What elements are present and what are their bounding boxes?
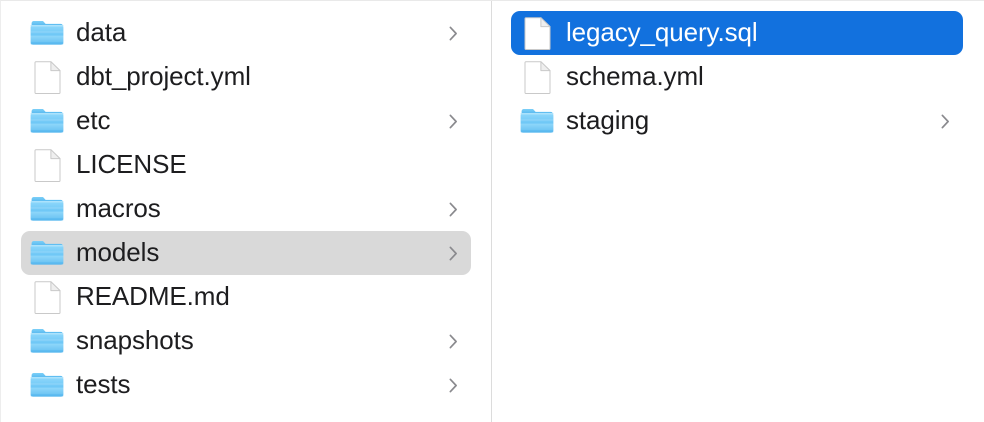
folder-icon-glyph (520, 109, 554, 133)
chevron-right-icon (445, 375, 461, 395)
folder-row[interactable]: tests (21, 363, 471, 407)
chevron-right-icon (445, 111, 461, 131)
file-icon-glyph (34, 60, 60, 94)
folder-icon-glyph (30, 373, 64, 397)
folder-icon (30, 104, 64, 138)
file-icon (520, 60, 554, 94)
file-row[interactable]: legacy_query.sql (511, 11, 963, 55)
folder-icon-glyph (30, 109, 64, 133)
item-label: data (76, 17, 127, 47)
item-label: snapshots (76, 325, 194, 355)
file-icon (30, 280, 64, 314)
item-label: LICENSE (76, 149, 187, 179)
folder-icon-glyph (30, 21, 64, 45)
chevron-right-icon (445, 331, 461, 351)
item-label: dbt_project.yml (76, 61, 251, 91)
chevron-right-icon-glyph (449, 114, 457, 128)
folder-row[interactable]: staging (511, 99, 963, 143)
folder-icon (30, 236, 64, 270)
item-label: etc (76, 105, 111, 135)
folder-row[interactable]: models (21, 231, 471, 275)
folder-row[interactable]: etc (21, 99, 471, 143)
folder-icon (30, 192, 64, 226)
folder-row[interactable]: data (21, 11, 471, 55)
chevron-right-icon-glyph (449, 334, 457, 348)
item-label: staging (566, 105, 650, 135)
folder-icon (30, 324, 64, 358)
child-column: legacy_query.sql schema.yml staging (492, 1, 984, 422)
folder-icon (30, 16, 64, 50)
folder-icon (30, 368, 64, 402)
item-label: tests (76, 369, 131, 399)
item-label: schema.yml (566, 61, 704, 91)
chevron-right-icon (445, 23, 461, 43)
folder-row[interactable]: macros (21, 187, 471, 231)
file-icon (30, 60, 64, 94)
file-row[interactable]: dbt_project.yml (21, 55, 471, 99)
item-label: legacy_query.sql (566, 17, 758, 47)
file-row[interactable]: LICENSE (21, 143, 471, 187)
item-label: README.md (76, 281, 230, 311)
chevron-right-icon-glyph (449, 26, 457, 40)
file-icon-glyph (524, 60, 550, 94)
folder-row[interactable]: snapshots (21, 319, 471, 363)
file-icon (30, 148, 64, 182)
chevron-right-icon-glyph (449, 378, 457, 392)
file-row[interactable]: schema.yml (511, 55, 963, 99)
chevron-right-icon-glyph (449, 246, 457, 260)
item-label: macros (76, 193, 161, 223)
file-icon-glyph (34, 148, 60, 182)
item-label: models (76, 237, 160, 267)
file-row[interactable]: README.md (21, 275, 471, 319)
folder-icon-glyph (30, 241, 64, 265)
file-icon-glyph (524, 16, 550, 50)
folder-icon-glyph (30, 197, 64, 221)
file-icon-glyph (34, 280, 60, 314)
chevron-right-icon-glyph (941, 114, 949, 128)
chevron-right-icon (445, 199, 461, 219)
folder-icon-glyph (30, 329, 64, 353)
file-icon (520, 16, 554, 50)
chevron-right-icon (445, 243, 461, 263)
folder-icon (520, 104, 554, 138)
chevron-right-icon-glyph (449, 202, 457, 216)
chevron-right-icon (937, 111, 953, 131)
